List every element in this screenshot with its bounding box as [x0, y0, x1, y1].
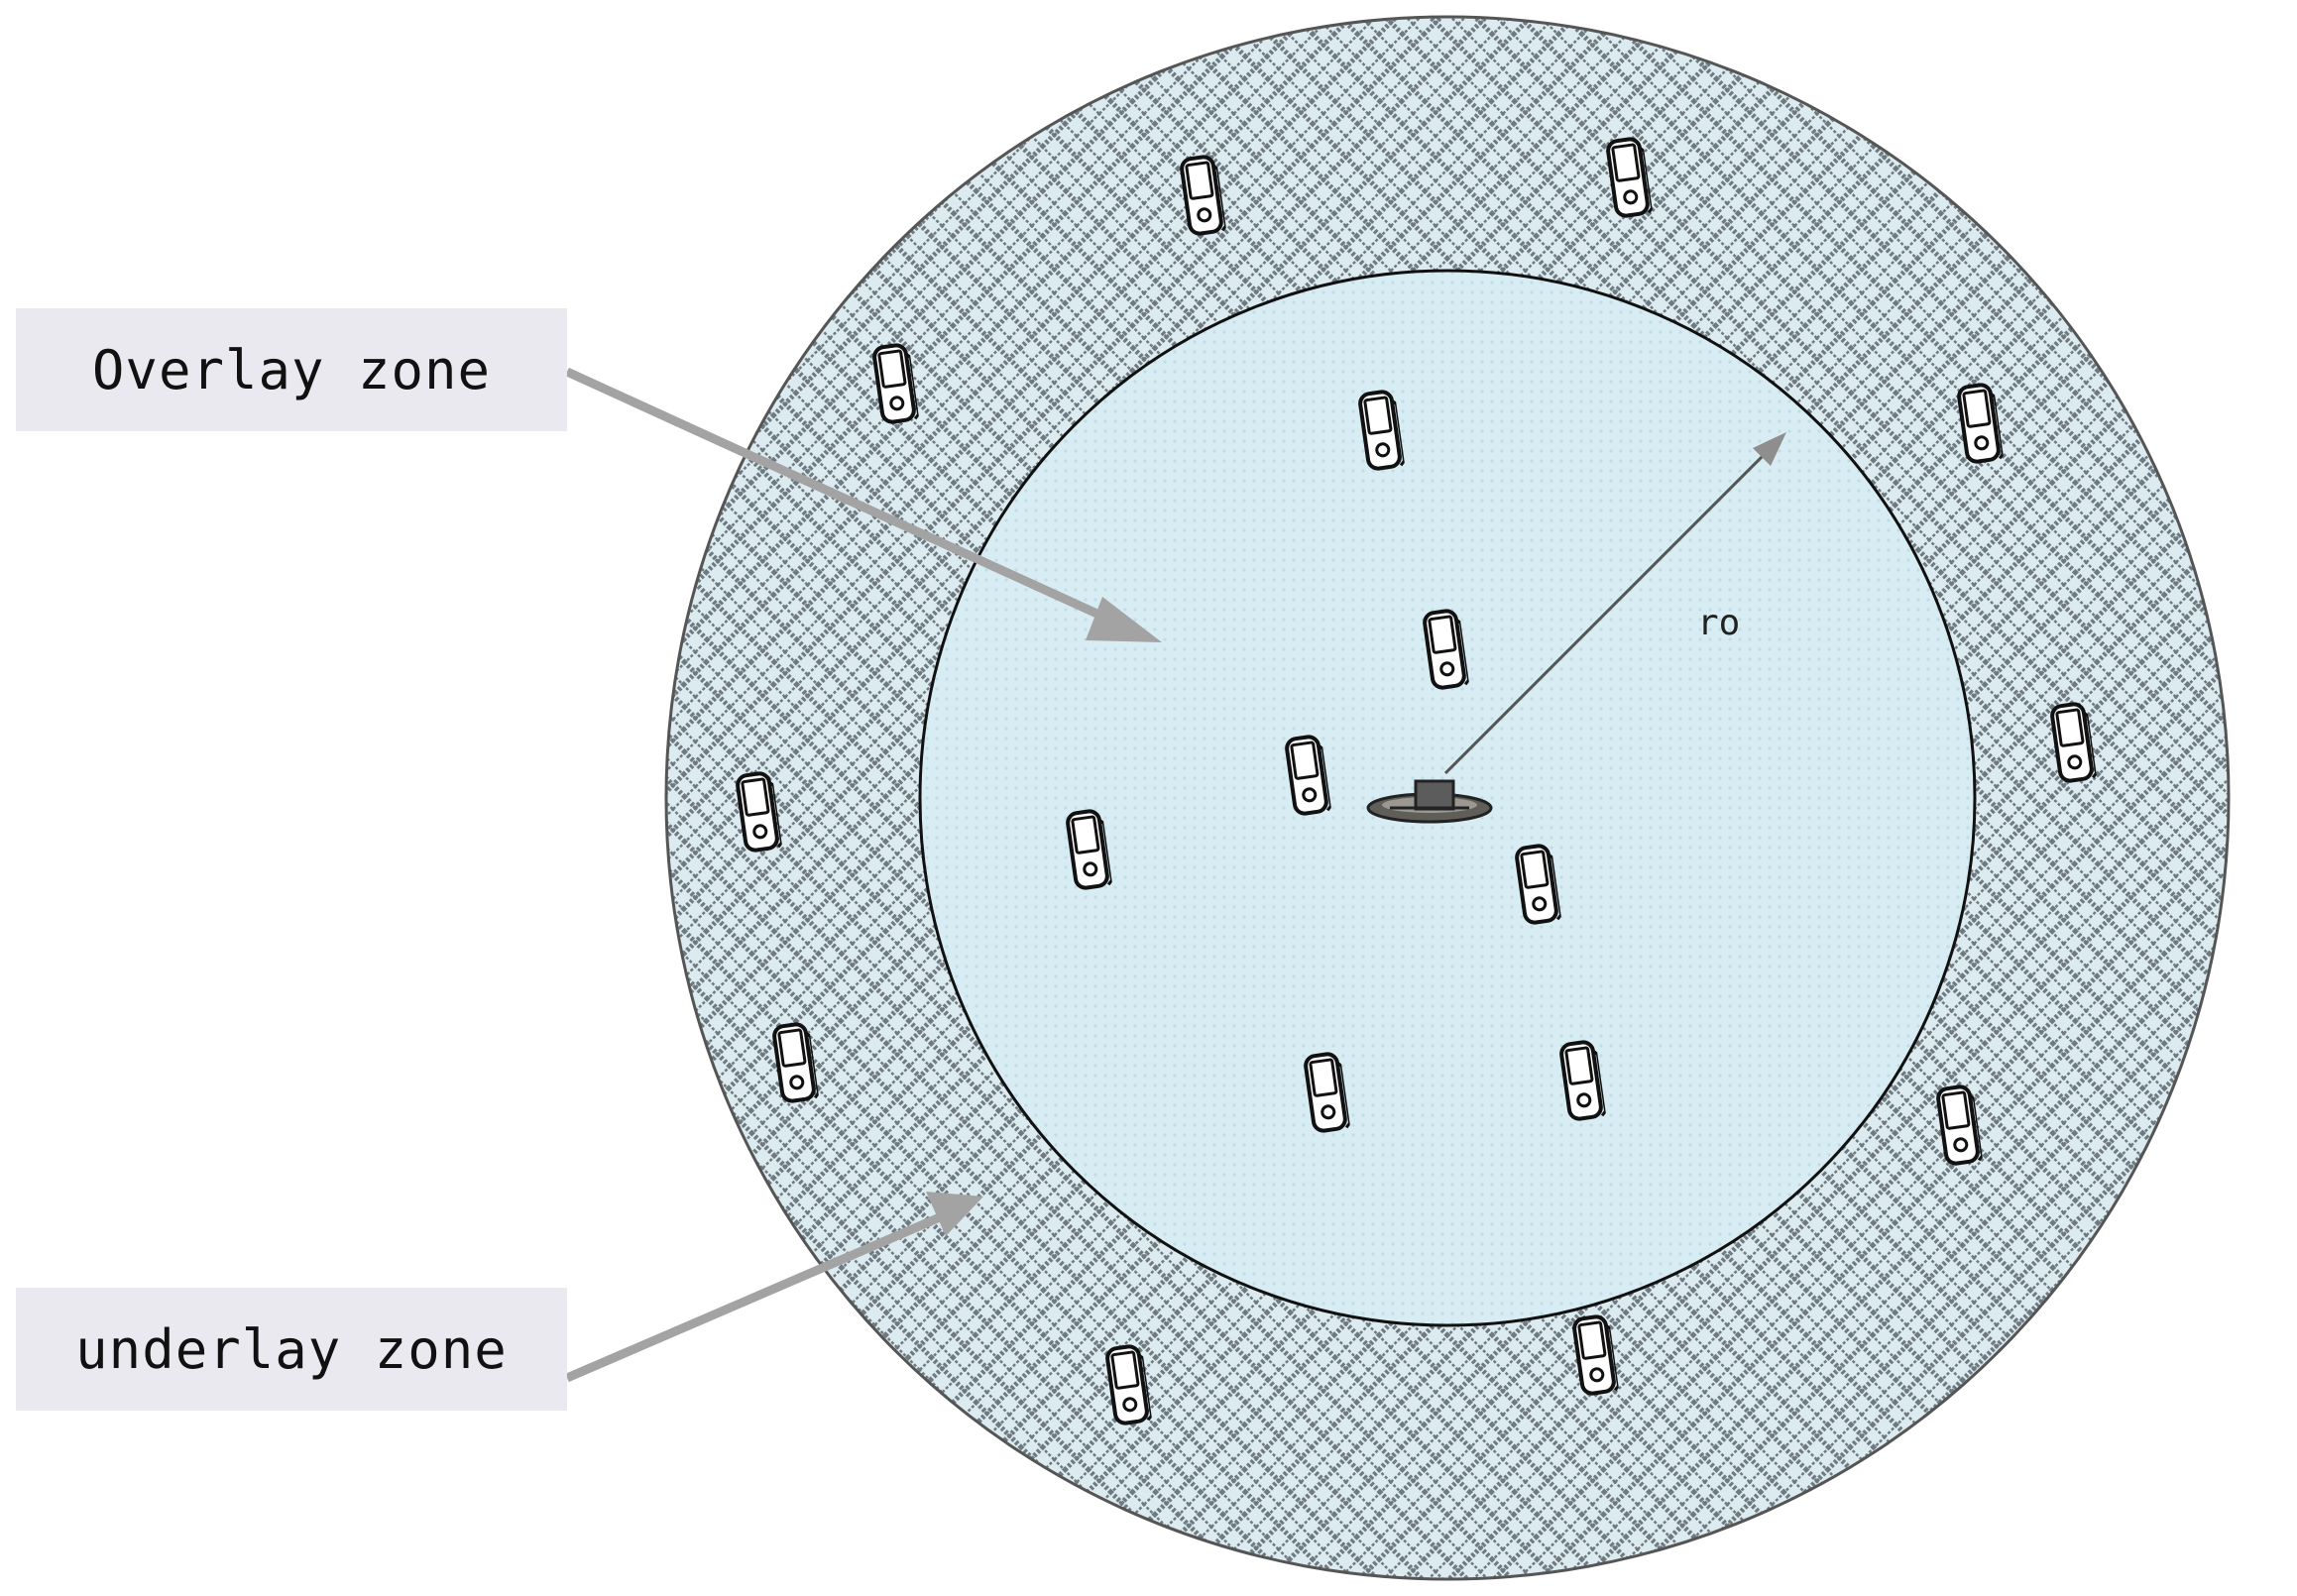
radius-label: ro — [1697, 603, 1741, 643]
overlay-callout-arrow — [565, 367, 1162, 642]
underlay-zone-text: underlay zone — [75, 1317, 508, 1381]
overlay-zone-label: Overlay zone — [16, 308, 567, 431]
underlay-callout-arrow — [565, 1192, 983, 1383]
radius-arrow — [1443, 432, 1786, 775]
base-station-icon — [1366, 779, 1493, 824]
underlay-zone-label: underlay zone — [16, 1288, 567, 1411]
overlay-zone-text: Overlay zone — [91, 338, 492, 401]
